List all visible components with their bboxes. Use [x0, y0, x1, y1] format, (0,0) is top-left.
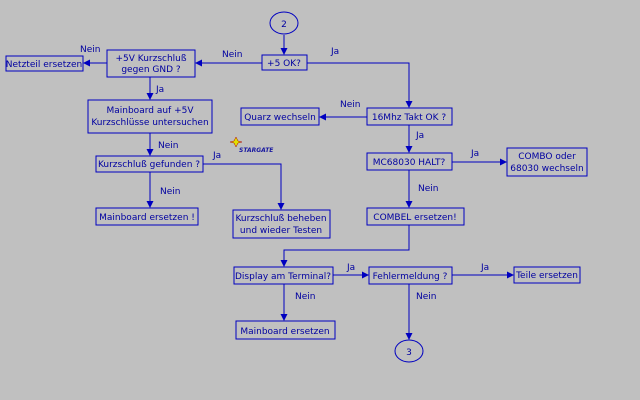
start-connector: [269, 11, 299, 35]
edge-label-untersuchen-nein: Nein: [158, 141, 178, 151]
node-mainboard-untersuchen: [87, 99, 213, 134]
node-combel: [366, 207, 465, 226]
logo-text: STARGATE: [239, 147, 274, 154]
star-icon: [229, 136, 243, 148]
edge-label-takt-nein: Nein: [340, 100, 360, 110]
node-halt: [366, 152, 453, 171]
label-mainboard-ersetzen-1: Mainboard ersetzen !: [99, 213, 195, 223]
edge-label-gefunden-nein: Nein: [160, 187, 180, 197]
node-quarz: [240, 107, 320, 126]
edge-label-5ok-nein: Nein: [222, 50, 242, 60]
edge-label-takt-ja: Ja: [415, 131, 424, 141]
edge-label-display-ja: Ja: [346, 263, 355, 273]
node-netzteil: [5, 55, 84, 72]
label-mainboard-untersuchen-1: Mainboard auf +5V: [106, 106, 194, 116]
label-mainboard-untersuchen-2: Kurzschlüsse untersuchen: [91, 118, 208, 128]
label-mainboard-ersetzen-2: Mainboard ersetzen: [240, 327, 329, 337]
label-halt: MC68030 HALT?: [373, 158, 446, 168]
edge-label-kurzgnd-ja: Ja: [155, 85, 164, 95]
edge-5ok-to-takt: [307, 62, 413, 108]
start-label: 2: [281, 20, 287, 30]
node-kurzschluss-gefunden: [95, 155, 204, 173]
edge-label-fehler-nein: Nein: [416, 292, 436, 302]
label-fehlermeldung: Fehlermeldung ?: [373, 272, 448, 282]
label-kurzschluss-beheben-1: Kurzschluß beheben: [235, 214, 326, 224]
stargate-logo: STARGATE: [229, 136, 274, 154]
label-teile: Teile ersetzen: [515, 271, 578, 281]
label-quarz: Quarz wechseln: [244, 113, 316, 123]
label-kurzschluss-gnd-2: gegen GND ?: [121, 65, 181, 75]
node-kurzschluss-beheben: [232, 209, 331, 239]
label-kurzschluss-gnd-1: +5V Kurzschluß: [115, 54, 186, 64]
label-combel: COMBEL ersetzen!: [373, 213, 456, 223]
node-fehlermeldung: [368, 266, 453, 285]
connectors: [83, 35, 514, 340]
label-display: Display am Terminal?: [235, 272, 331, 282]
label-5ok: +5 OK?: [267, 59, 301, 69]
end-connector: [394, 339, 424, 363]
label-16mhz: 16Mhz Takt OK ?: [372, 113, 446, 123]
edge-label-fehler-ja: Ja: [480, 263, 489, 273]
node-mainboard-ersetzen-2: [235, 320, 336, 340]
node-teile: [513, 266, 581, 284]
node-kurzschluss-gnd: [106, 49, 196, 78]
edge-label-kurzgnd-nein: Nein: [80, 45, 100, 55]
edge-gefunden-to-beheben: [203, 163, 285, 210]
edge-label-halt-ja: Ja: [470, 149, 479, 159]
edge-label-halt-nein: Nein: [418, 184, 438, 194]
label-combo-1: COMBO oder: [518, 152, 576, 162]
label-netzteil: Netzteil ersetzen: [6, 60, 82, 70]
edge-combel-to-display: [280, 225, 410, 267]
edge-label-gefunden-ja: Ja: [212, 151, 221, 161]
edge-label-5ok-ja: Ja: [330, 47, 339, 57]
node-5ok: [261, 54, 308, 71]
node-mainboard-ersetzen-1: [95, 207, 199, 226]
edge-label-display-nein: Nein: [295, 292, 315, 302]
node-display: [233, 266, 334, 285]
label-combo-2: 68030 wechseln: [510, 164, 583, 174]
node-combo: [506, 147, 588, 177]
label-kurzschluss-beheben-2: und wieder Testen: [240, 226, 322, 236]
end-label: 3: [406, 348, 412, 358]
node-16mhz: [366, 107, 453, 126]
label-kurzschluss-gefunden: Kurzschluß gefunden ?: [98, 160, 200, 170]
